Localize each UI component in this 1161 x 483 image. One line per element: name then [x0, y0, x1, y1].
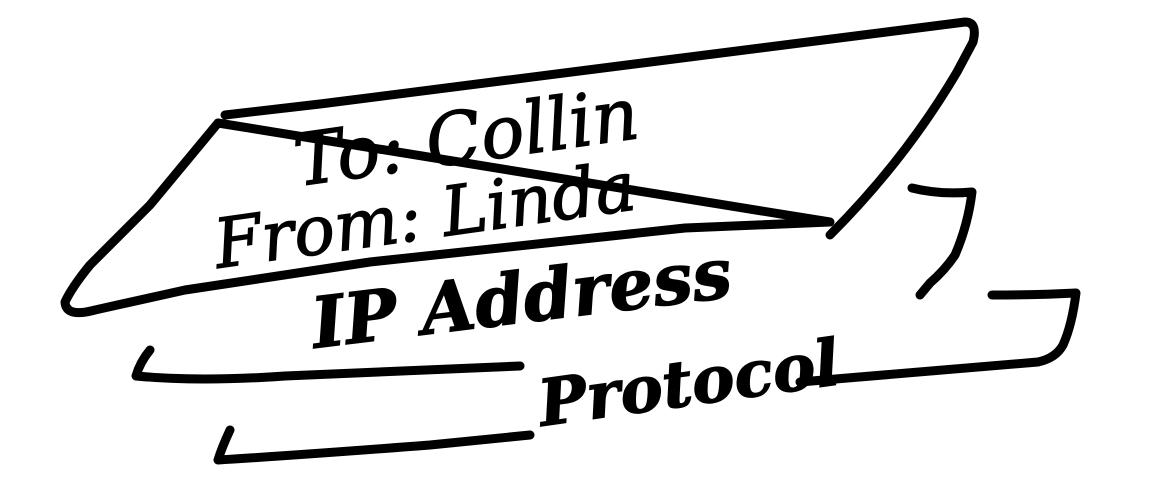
ip-address-sheet [131, 183, 977, 384]
envelope-sheet [60, 17, 979, 318]
protocol-sheet [213, 288, 1081, 465]
protocol-label: Protocol [532, 325, 844, 442]
